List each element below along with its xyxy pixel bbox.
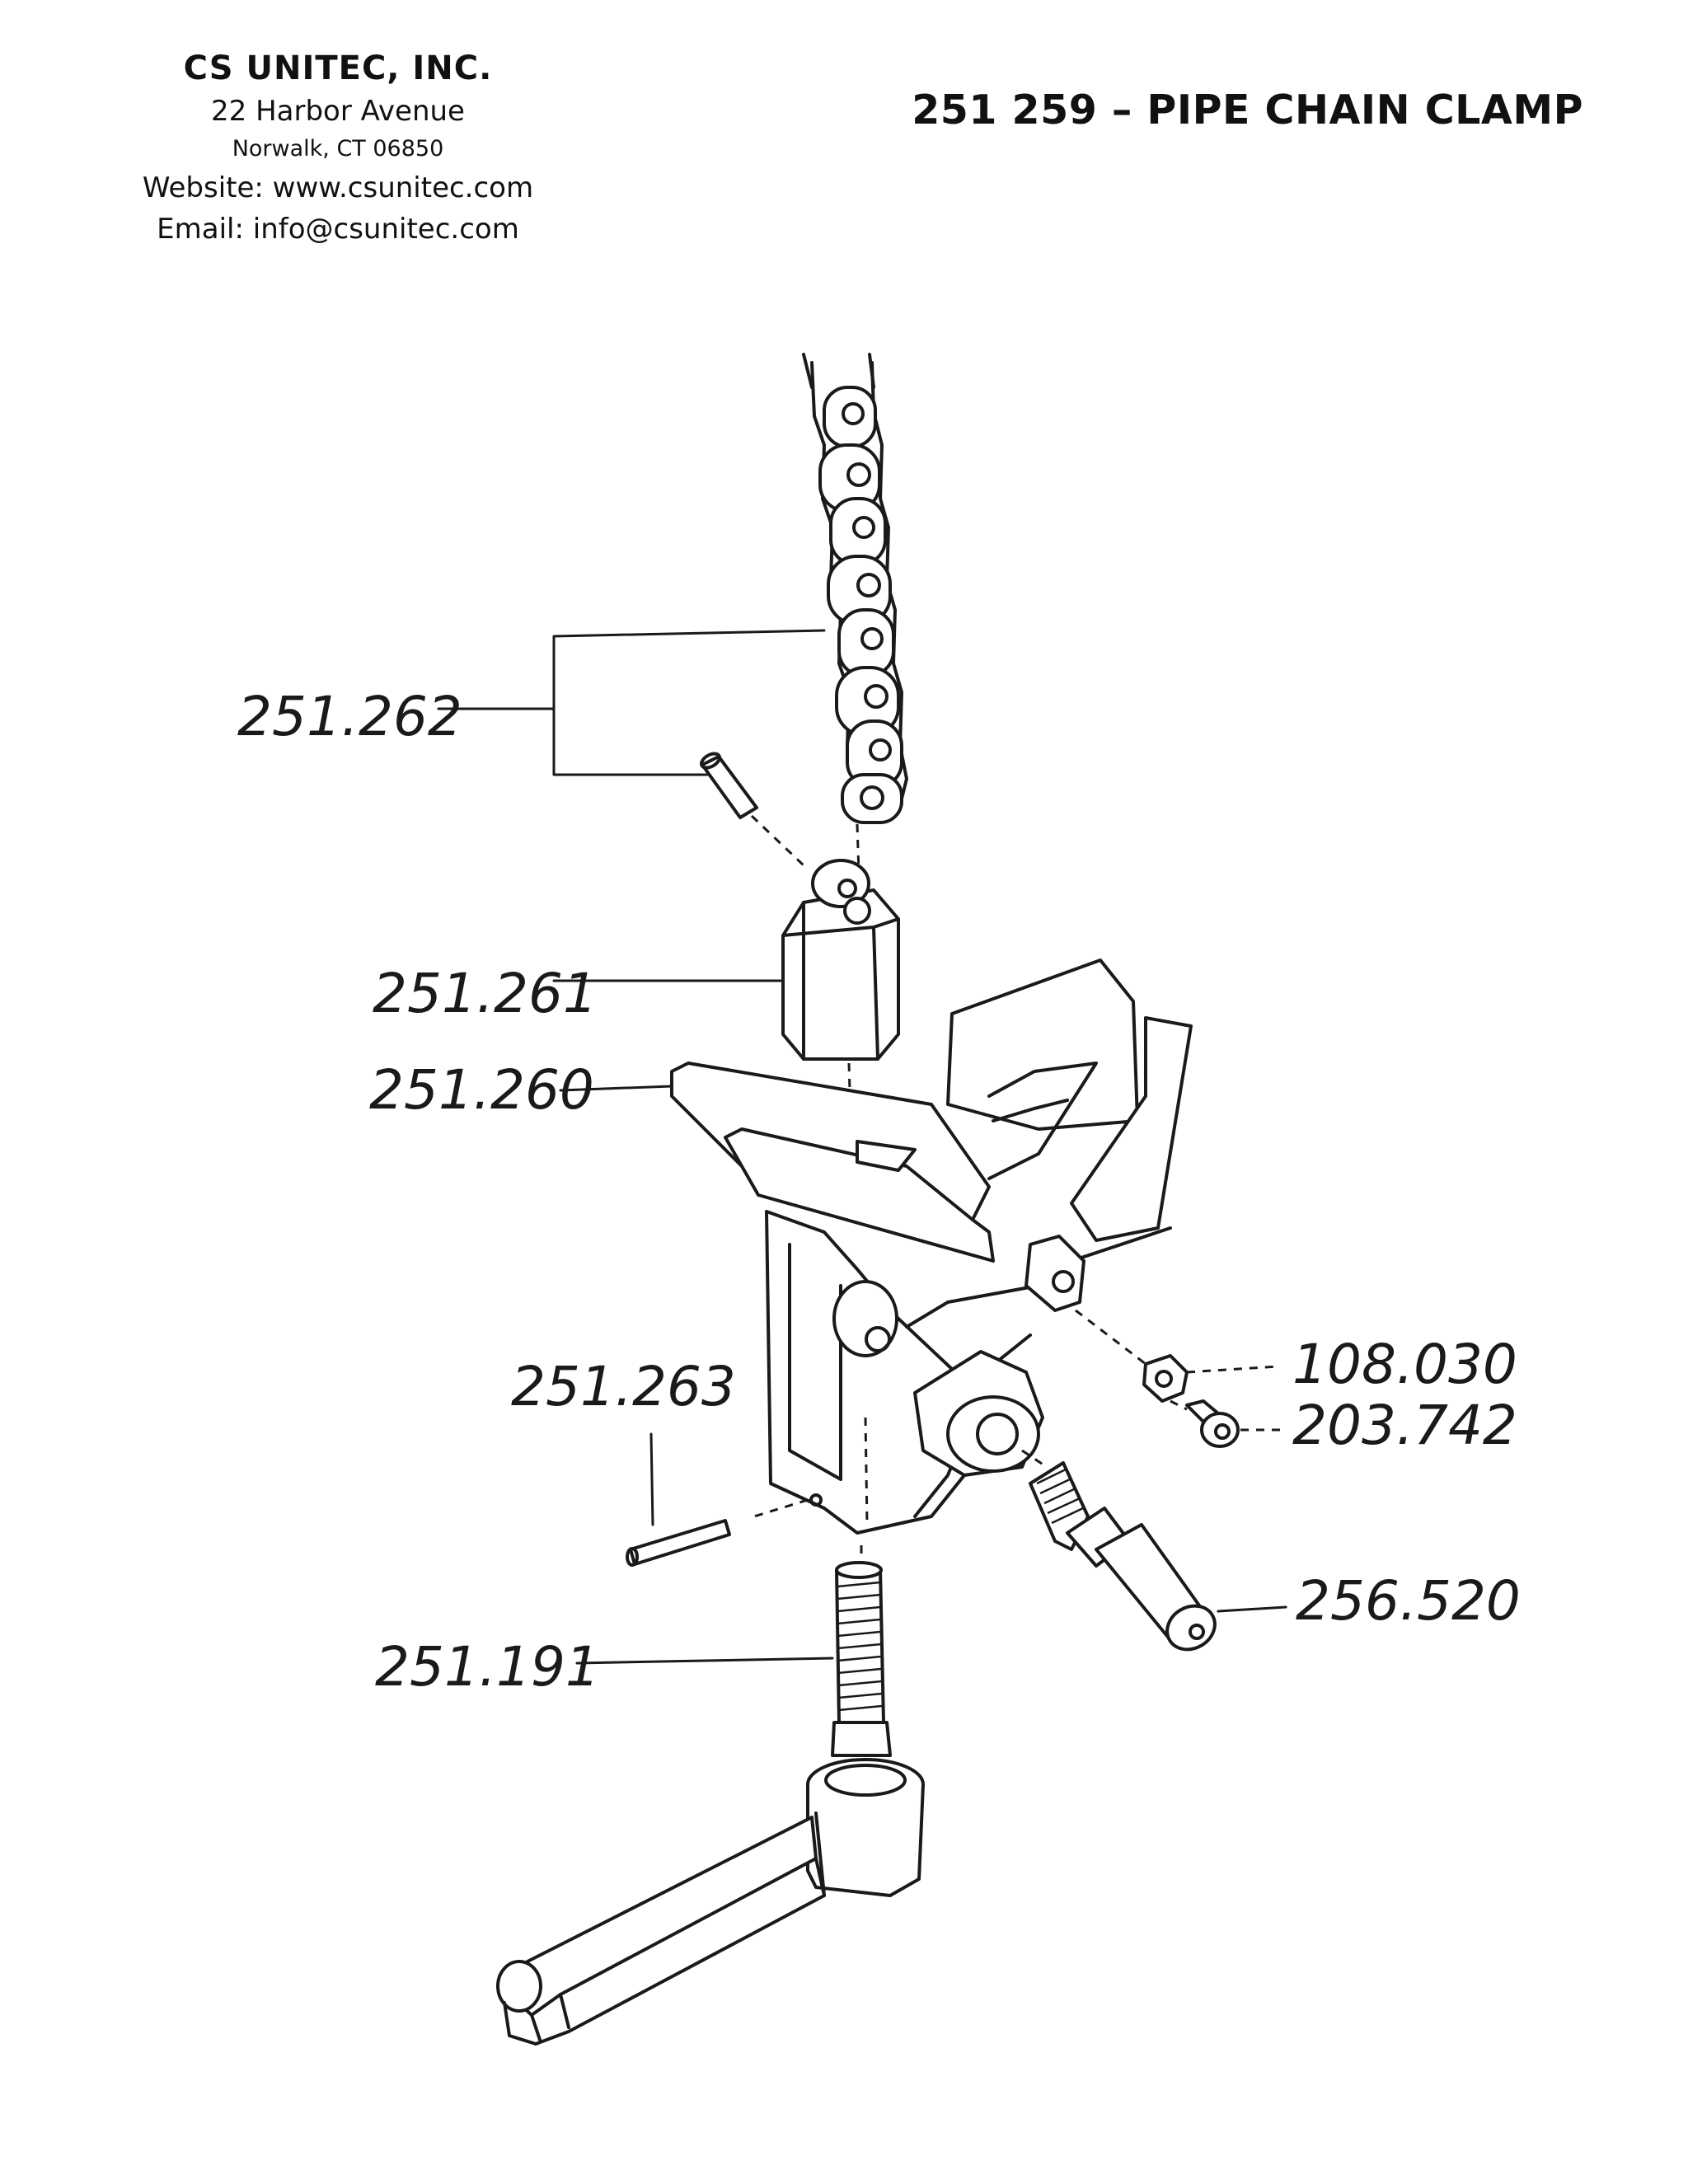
company-header: CS UNITEC, INC. 22 Harbor Avenue Norwalk… — [82, 45, 593, 250]
label-256-520: 256.520 — [1296, 1569, 1521, 1633]
leader-lines — [552, 979, 785, 1092]
nut-drawing — [1075, 1309, 1278, 1403]
pin-drawing — [626, 1432, 731, 1567]
address-street: 22 Harbor Avenue — [211, 95, 465, 128]
chain-block-drawing — [781, 859, 900, 1118]
company-name: CS UNITEC, INC. — [183, 49, 493, 87]
email-text: Email: info@csunitec.com — [157, 213, 519, 246]
spindle-handle-drawing — [496, 1561, 925, 2046]
label-251-191: 251.191 — [375, 1635, 600, 1699]
chain-pin-drawing — [700, 752, 805, 867]
label-108-030: 108.030 — [1292, 1333, 1517, 1396]
label-251-262: 251.262 — [237, 685, 462, 748]
label-203-742: 203.742 — [1292, 1394, 1517, 1457]
address-city: Norwalk, CT 06850 — [232, 136, 444, 162]
label-251-263: 251.263 — [511, 1355, 736, 1418]
v-bracket-drawing — [670, 958, 1193, 1582]
chain-callout-bracket — [437, 629, 826, 776]
website-text: Website: www.csunitec.com — [142, 171, 534, 204]
document-title: 251 259 – PIPE CHAIN CLAMP — [912, 87, 1583, 134]
set-screw-drawing — [1170, 1399, 1286, 1448]
label-251-261: 251.261 — [373, 962, 598, 1025]
bolt-drawing — [1021, 1449, 1287, 1652]
label-251-260: 251.260 — [369, 1058, 594, 1122]
chain-drawing — [802, 353, 908, 824]
